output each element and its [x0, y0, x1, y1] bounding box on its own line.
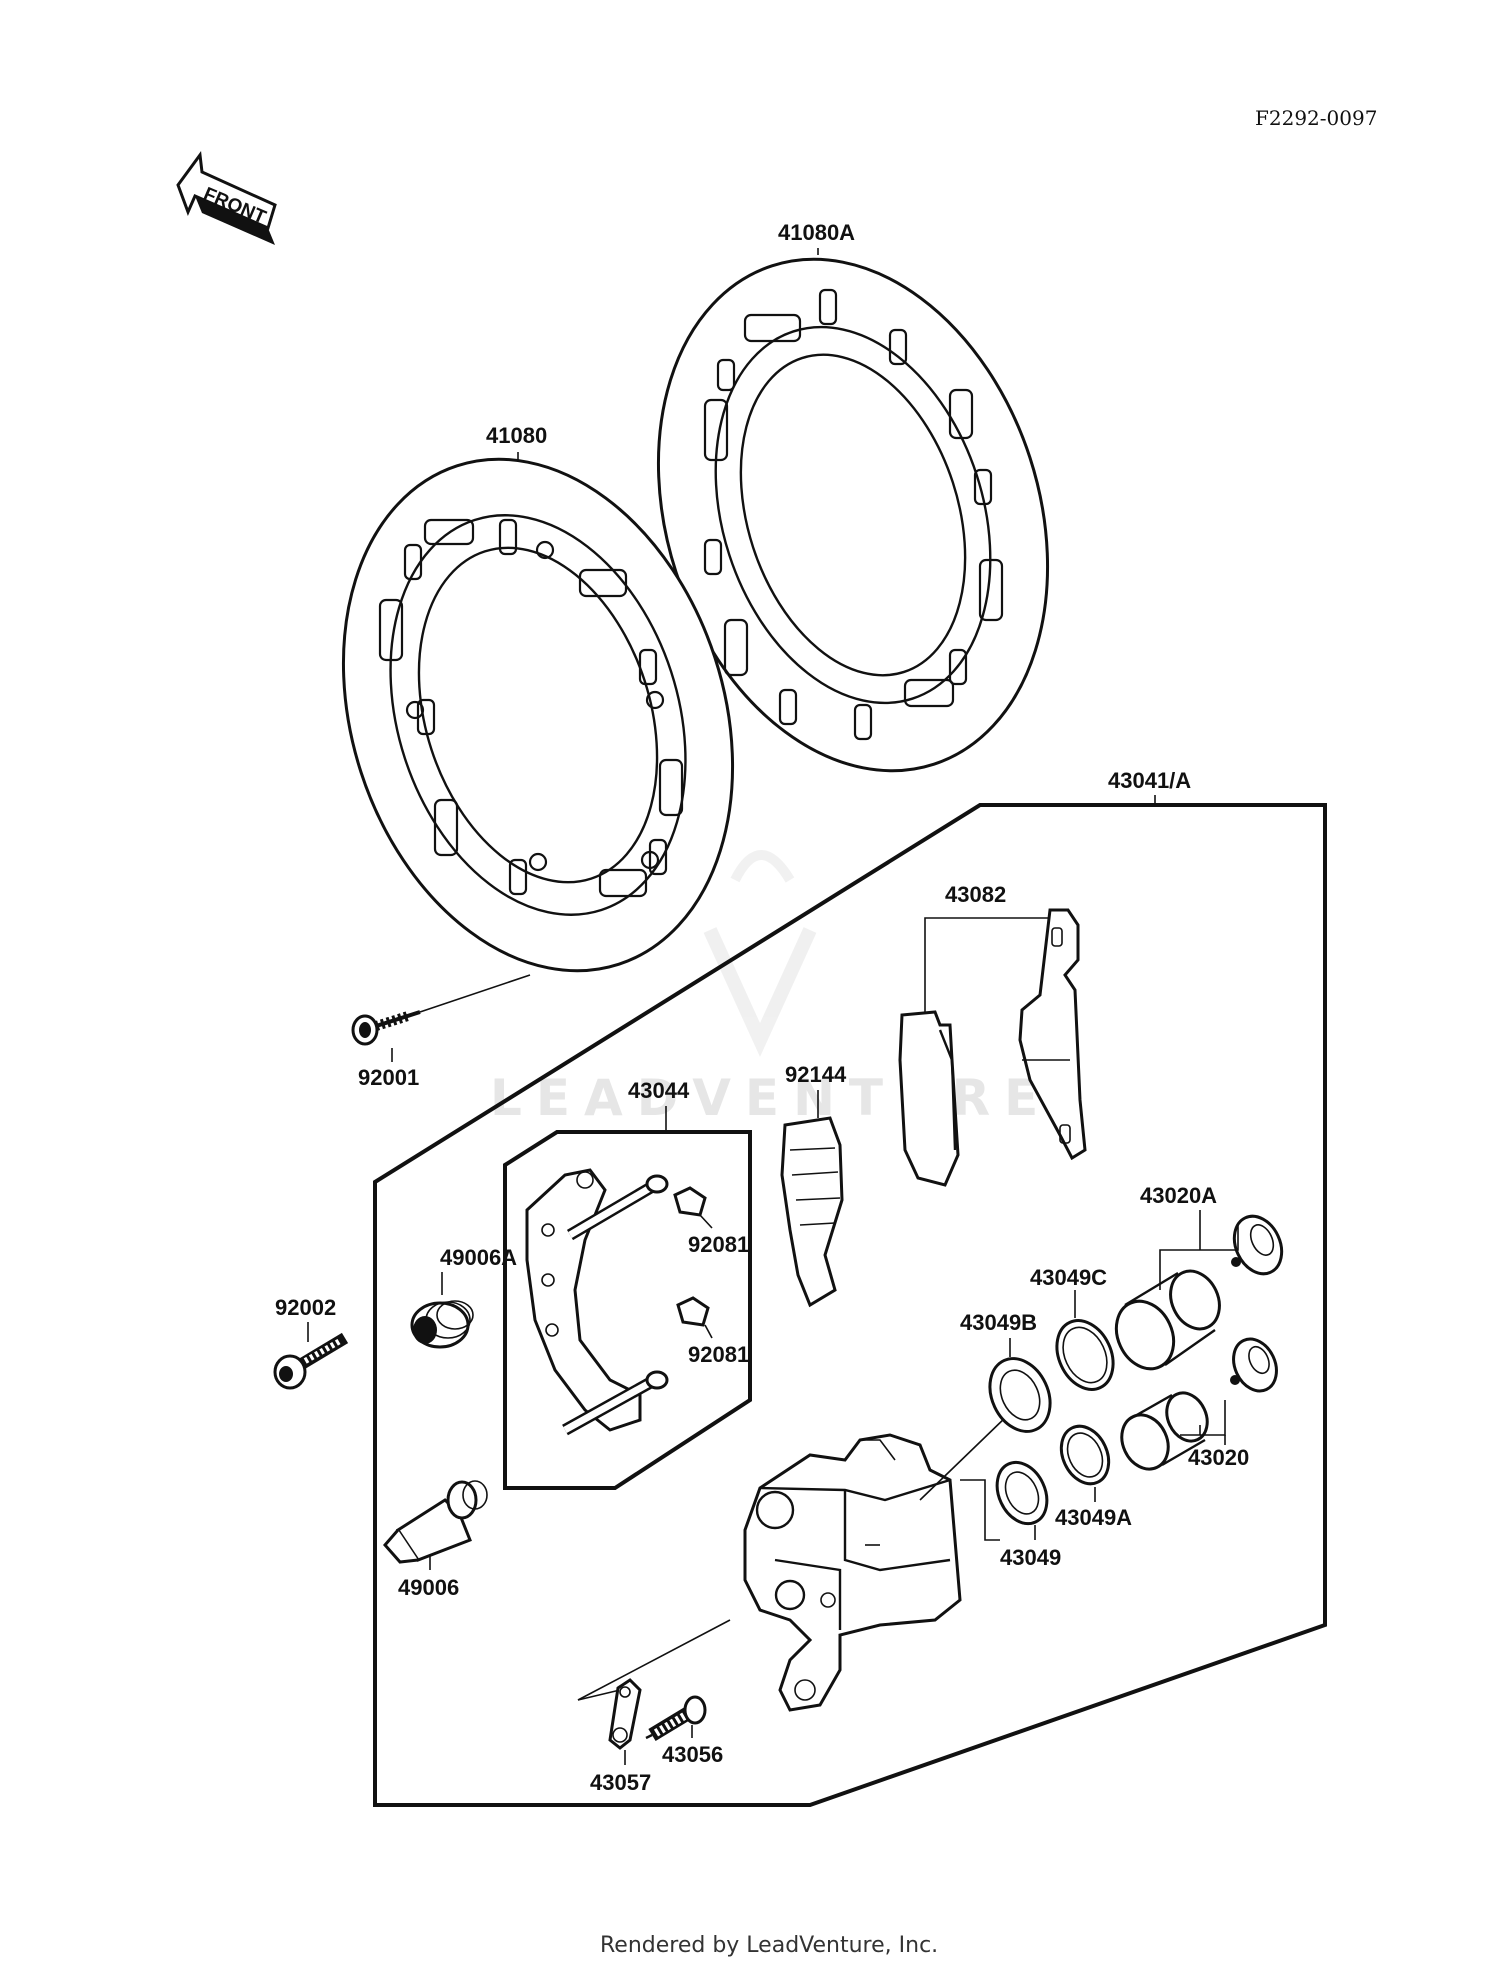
front-arrow-icon: FRONT: [176, 151, 277, 245]
dust-seal-43049a: [1059, 1424, 1111, 1486]
piston-seal-43049b: [988, 1357, 1052, 1433]
label-43044: 43044: [628, 1078, 690, 1103]
bolt-92001: [351, 974, 531, 1046]
label-43057: 43057: [590, 1770, 651, 1795]
label-41080a: 41080A: [778, 220, 855, 245]
piston-insulator-lower: [1230, 1337, 1278, 1393]
label-43041a: 43041/A: [1108, 768, 1191, 793]
dust-seal-43049c: [1055, 1319, 1115, 1391]
watermark: LEADVENTURE: [490, 1069, 1052, 1127]
label-92081-upper: 92081: [688, 1232, 749, 1257]
pad-spring-92144: [780, 1116, 844, 1308]
brake-disc-41080a: [656, 257, 1050, 773]
caliper-body: [743, 1433, 962, 1712]
label-43049: 43049: [1000, 1545, 1061, 1570]
bleed-valve-43056: [645, 1695, 707, 1741]
pad-clip-upper: [673, 1186, 707, 1217]
footer-credit: Rendered by LeadVenture, Inc.: [600, 1933, 938, 1958]
label-41080: 41080: [486, 423, 547, 448]
bleed-valve-cap-43057: [608, 1678, 642, 1750]
piston-43020-small: [1120, 1391, 1209, 1471]
label-43082: 43082: [945, 882, 1006, 907]
dust-boot-49006a: [410, 1300, 474, 1349]
label-92144: 92144: [785, 1062, 847, 1087]
label-92002: 92002: [275, 1295, 336, 1320]
label-92001: 92001: [358, 1065, 419, 1090]
piston-seal-43049: [995, 1460, 1049, 1526]
bracket-outline: [503, 1130, 752, 1490]
label-49006: 49006: [398, 1575, 459, 1600]
caliper-bracket: [525, 1168, 669, 1436]
slide-pin-49006: [383, 1480, 488, 1564]
label-43049c: 43049C: [1030, 1265, 1107, 1290]
bolt-92002: [273, 1332, 349, 1390]
label-43056: 43056: [662, 1742, 723, 1767]
label-49006a: 49006A: [440, 1245, 517, 1270]
label-43020: 43020: [1188, 1445, 1249, 1470]
brake-disc-41080: [341, 457, 735, 973]
brake-pad-right: [1018, 908, 1087, 1161]
pad-clip-lower: [676, 1296, 710, 1327]
diagram-code: F2292-0097: [1255, 106, 1377, 130]
brake-pad-left: [898, 1010, 960, 1187]
label-92081-lower: 92081: [688, 1342, 749, 1367]
piston-insulator-upper: [1231, 1214, 1284, 1276]
caliper-assembly-outline: [373, 803, 1327, 1807]
label-43020a: 43020A: [1140, 1183, 1217, 1208]
piston-43020a-large: [1114, 1269, 1221, 1371]
label-43049b: 43049B: [960, 1310, 1037, 1335]
watermark-logo: [703, 850, 817, 1057]
label-43049a: 43049A: [1055, 1505, 1132, 1530]
